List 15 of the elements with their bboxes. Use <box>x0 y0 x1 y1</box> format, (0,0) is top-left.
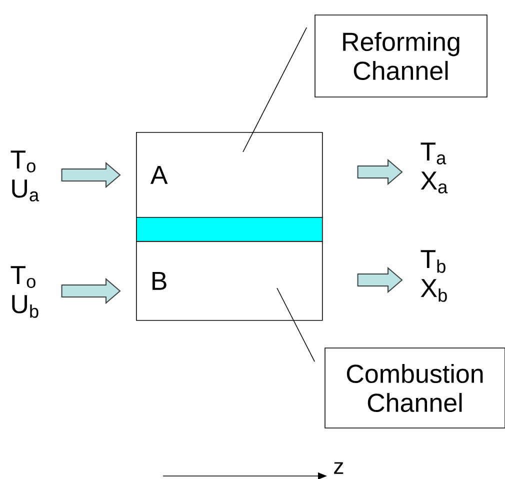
leader-line <box>276 288 315 362</box>
channel-box: B <box>136 241 323 321</box>
axis-label: z <box>334 462 344 474</box>
variable-label: T$_{o}$ U$_{b}$ <box>10 266 38 318</box>
block-arrow <box>61 278 121 304</box>
block-arrow <box>61 162 121 188</box>
block-arrow <box>357 158 403 186</box>
variable-label: T$_{o}$ U$_{a}$ <box>10 150 40 202</box>
wall-bar <box>136 217 323 242</box>
block-arrow <box>357 266 403 294</box>
callout-box: Reforming Channel <box>314 14 488 98</box>
callout-box: Combustion Channel <box>324 348 505 428</box>
variable-label: T$_{a}$ X$_{a}$ <box>420 142 448 194</box>
leader-line <box>242 27 307 152</box>
variable-label: T$_{b}$ X$_{b}$ <box>420 250 447 302</box>
